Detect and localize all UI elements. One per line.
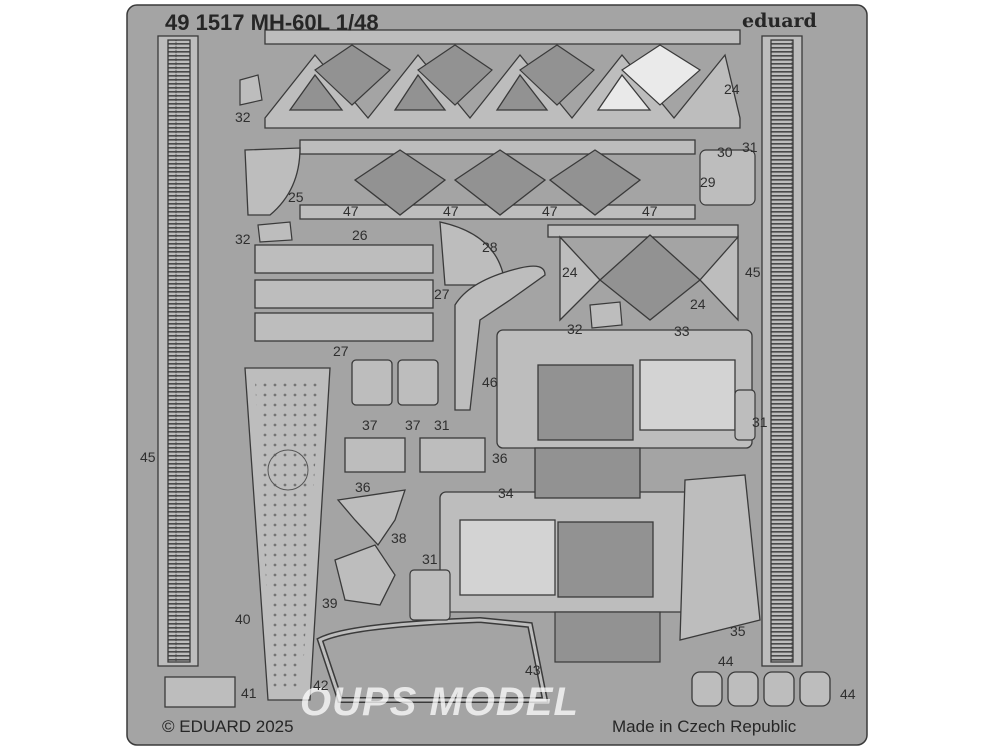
- part-label: 43: [525, 662, 541, 678]
- sheet-title: 49 1517 MH-60L 1/48: [165, 10, 379, 35]
- part-label: 46: [482, 374, 498, 390]
- part-45-right: [761, 35, 803, 667]
- part-label: 31: [752, 414, 768, 430]
- part-label: 33: [674, 323, 690, 339]
- part-24-lower-frame: [547, 224, 739, 322]
- part-label: 36: [492, 450, 508, 466]
- part-25: [244, 147, 301, 216]
- part-label: 38: [391, 530, 407, 546]
- part-label: 31: [434, 417, 450, 433]
- part-label: 39: [322, 595, 338, 611]
- part-label: 31: [742, 139, 758, 155]
- part-44: [691, 671, 831, 707]
- part-38-39: [334, 489, 406, 606]
- part-label: 44: [718, 653, 734, 669]
- part-35-panel: [554, 611, 661, 663]
- part-24-upper-diamonds: [314, 44, 702, 106]
- part-label: 47: [642, 203, 658, 219]
- part-label: 27: [434, 286, 450, 302]
- part-45-left: [157, 35, 199, 667]
- part-46: [454, 265, 546, 411]
- part-label: 41: [241, 685, 257, 701]
- part-label: 32: [235, 109, 251, 125]
- part-label: 32: [235, 231, 251, 247]
- brand-logo: eduard: [742, 10, 817, 32]
- part-label: 42: [313, 677, 329, 693]
- part-label: 24: [562, 264, 578, 280]
- part-43: [318, 618, 547, 702]
- part-label: 37: [405, 417, 421, 433]
- part-label: 35: [730, 623, 746, 639]
- part-label: 25: [288, 189, 304, 205]
- part-34: [439, 447, 691, 613]
- part-label: 30: [717, 144, 733, 160]
- part-label: 26: [352, 227, 368, 243]
- part-label: 28: [482, 239, 498, 255]
- part-label: 27: [333, 343, 349, 359]
- part-label: 45: [745, 264, 761, 280]
- part-24-upper-frame: [264, 29, 741, 129]
- part-label: 32: [567, 321, 583, 337]
- part-label: 31: [422, 551, 438, 567]
- part-label: 47: [343, 203, 359, 219]
- part-label: 47: [443, 203, 459, 219]
- part-label: 36: [355, 479, 371, 495]
- part-41: [164, 676, 236, 708]
- small-parts: [239, 74, 756, 621]
- part-label: 40: [235, 611, 251, 627]
- part-label: 24: [724, 81, 740, 97]
- watermark: OUPS MODEL: [300, 680, 579, 724]
- origin-text: Made in Czech Republic: [612, 717, 797, 736]
- part-36: [344, 437, 486, 473]
- part-label: 24: [690, 296, 706, 312]
- part-label: 34: [498, 485, 514, 501]
- part-37: [351, 359, 439, 406]
- part-label: 47: [542, 203, 558, 219]
- part-40: [244, 367, 331, 701]
- part-35: [679, 474, 761, 641]
- part-33: [496, 329, 753, 449]
- part-label: 37: [362, 417, 378, 433]
- part-label: 29: [700, 174, 716, 190]
- part-26-27: [254, 244, 434, 342]
- copyright-text: © EDUARD 2025: [162, 717, 294, 736]
- part-label: 44: [840, 686, 856, 702]
- part-label: 45: [140, 449, 156, 465]
- part-47-frame: [299, 139, 696, 220]
